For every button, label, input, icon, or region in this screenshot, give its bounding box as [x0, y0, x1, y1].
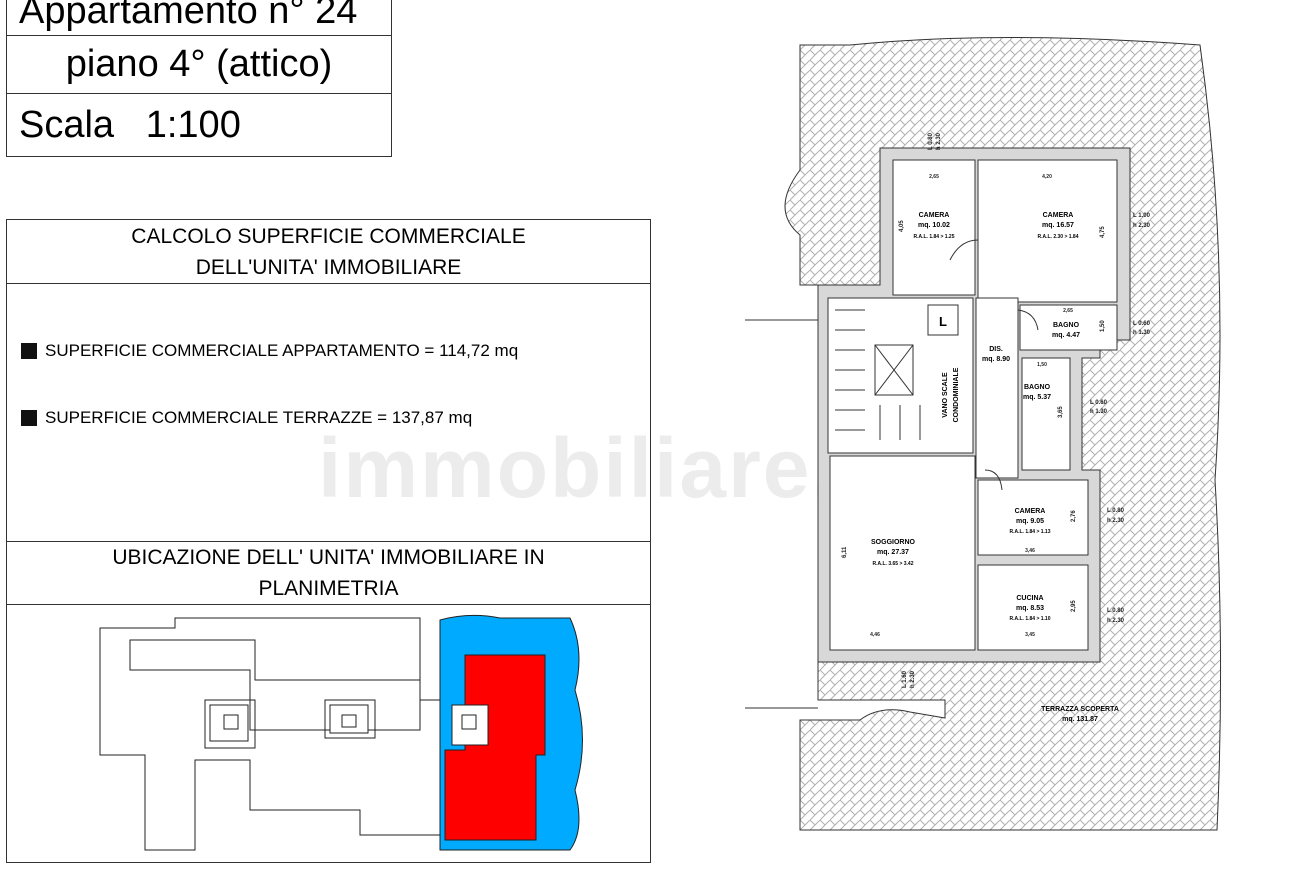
room-area: mq. 27.37 — [877, 549, 909, 556]
room-label: DIS. — [989, 346, 1003, 353]
room-ral: R.A.L. 1.84 > 1.25 — [914, 234, 955, 240]
room-disimpegno — [975, 297, 1019, 479]
stair-label: CONDOMINIALE — [953, 367, 960, 422]
room-ral: R.A.L. 1.84 > 1.13 — [1010, 529, 1051, 535]
opening-width: L 0.60 — [1133, 321, 1151, 327]
lift-label: L — [939, 314, 947, 329]
room-area: mq. 10.02 — [918, 222, 950, 229]
scale-label: Scala 1:100 — [7, 94, 391, 157]
apartment-title: Appartamento n° 24 — [7, 0, 391, 36]
room-bagno-2 — [1021, 357, 1071, 471]
bullet-square-icon — [21, 410, 37, 426]
opening-width: L 1.60 — [902, 670, 908, 688]
info-table: CALCOLO SUPERFICIE COMMERCIALE DELL'UNIT… — [6, 219, 651, 863]
calc-item-text: SUPERFICIE COMMERCIALE APPARTAMENTO = 11… — [45, 341, 519, 360]
room-cucina — [977, 564, 1089, 651]
opening-width: L 0.80 — [928, 132, 934, 150]
room-soggiorno — [829, 455, 976, 651]
room-area: mq. 8.90 — [982, 356, 1010, 363]
opening-height: h 1.30 — [1133, 330, 1151, 336]
room-label: TERRAZZA SCOPERTA — [1041, 706, 1119, 713]
dimension: 4,46 — [870, 632, 880, 638]
room-camera-1 — [892, 159, 976, 296]
stair-label: VANO SCALE — [942, 372, 949, 418]
dimension: 4,20 — [1042, 174, 1052, 180]
opening-height: h 2.30 — [910, 670, 916, 688]
calc-header: CALCOLO SUPERFICIE COMMERCIALE DELL'UNIT… — [7, 220, 650, 284]
opening-width: L 1.00 — [1133, 213, 1151, 219]
dimension: 2,76 — [1071, 510, 1077, 522]
room-label: BAGNO — [1024, 384, 1051, 391]
opening-height: h 1.30 — [1090, 409, 1108, 415]
opening-height: h 2.30 — [936, 132, 942, 150]
room-camera-2 — [977, 159, 1118, 303]
room-label: BAGNO — [1053, 322, 1080, 329]
dimension: 1,50 — [1100, 320, 1106, 332]
dimension: 4,05 — [899, 220, 905, 232]
room-ral: R.A.L. 2.30 > 1.84 — [1038, 234, 1079, 240]
room-area: mq. 8.53 — [1016, 605, 1044, 612]
opening-height: h 2.30 — [1133, 223, 1151, 229]
room-area: mq. 9.05 — [1016, 518, 1044, 525]
location-header-line1: UBICAZIONE DELL' UNITA' IMMOBILIARE IN — [112, 546, 545, 569]
dimension: 3,65 — [1058, 406, 1064, 418]
room-label: CAMERA — [1015, 508, 1046, 515]
dimension: 6,11 — [842, 546, 848, 558]
opening-width: L 0.80 — [1107, 608, 1125, 614]
room-camera-3 — [977, 479, 1089, 556]
opening-width: L 0.60 — [1090, 400, 1108, 406]
calc-header-line2: DELL'UNITA' IMMOBILIARE — [195, 255, 462, 279]
opening-height: h 2.30 — [1107, 518, 1125, 524]
room-area: mq. 16.57 — [1042, 222, 1074, 229]
dimension: 2,95 — [1071, 600, 1077, 612]
location-header: UBICAZIONE DELL' UNITA' IMMOBILIARE IN P… — [7, 541, 650, 605]
title-block: Appartamento n° 24 piano 4° (attico) Sca… — [6, 0, 392, 157]
apartment-number: Appartamento n° 24 — [19, 0, 358, 32]
floor-text: piano 4° (attico) — [65, 43, 333, 85]
room-bagno-1 — [1019, 304, 1118, 351]
calc-header-line1: CALCOLO SUPERFICIE COMMERCIALE — [131, 224, 526, 248]
room-ral: R.A.L. 3.65 > 3.42 — [873, 561, 914, 567]
room-label: CAMERA — [919, 212, 950, 219]
location-header-line2: PLANIMETRIA — [258, 577, 399, 600]
opening-height: h 2.30 — [1107, 618, 1125, 624]
calc-item-terraces: SUPERFICIE COMMERCIALE TERRAZZE = 137,87… — [21, 408, 472, 428]
room-area: mq. 131.87 — [1062, 716, 1098, 723]
dimension: 2,65 — [1063, 308, 1073, 314]
dimension: 4,75 — [1100, 226, 1106, 238]
room-label: SOGGIORNO — [871, 539, 916, 546]
room-area: mq. 5.37 — [1023, 394, 1051, 401]
bullet-square-icon — [21, 343, 37, 359]
room-label: CAMERA — [1043, 212, 1074, 219]
calc-item-apartment: SUPERFICIE COMMERCIALE APPARTAMENTO = 11… — [21, 341, 518, 361]
opening-width: L 0.80 — [1107, 508, 1125, 514]
scale-text: Scala 1:100 — [19, 104, 241, 146]
room-label: CUCINA — [1016, 595, 1043, 602]
dimension: 3,46 — [1025, 548, 1035, 554]
calc-item-text: SUPERFICIE COMMERCIALE TERRAZZE = 137,87… — [45, 408, 473, 427]
dimension: 2,65 — [929, 174, 939, 180]
dimension: 1,50 — [1037, 362, 1047, 368]
floor-label: piano 4° (attico) — [7, 36, 391, 94]
watermark: immobiliare.it — [318, 421, 893, 515]
dimension: 3,45 — [1025, 632, 1035, 638]
lift-icon — [874, 344, 914, 396]
room-ral: R.A.L. 1.84 > 1.10 — [1010, 616, 1051, 622]
room-area: mq. 4.47 — [1052, 332, 1080, 339]
